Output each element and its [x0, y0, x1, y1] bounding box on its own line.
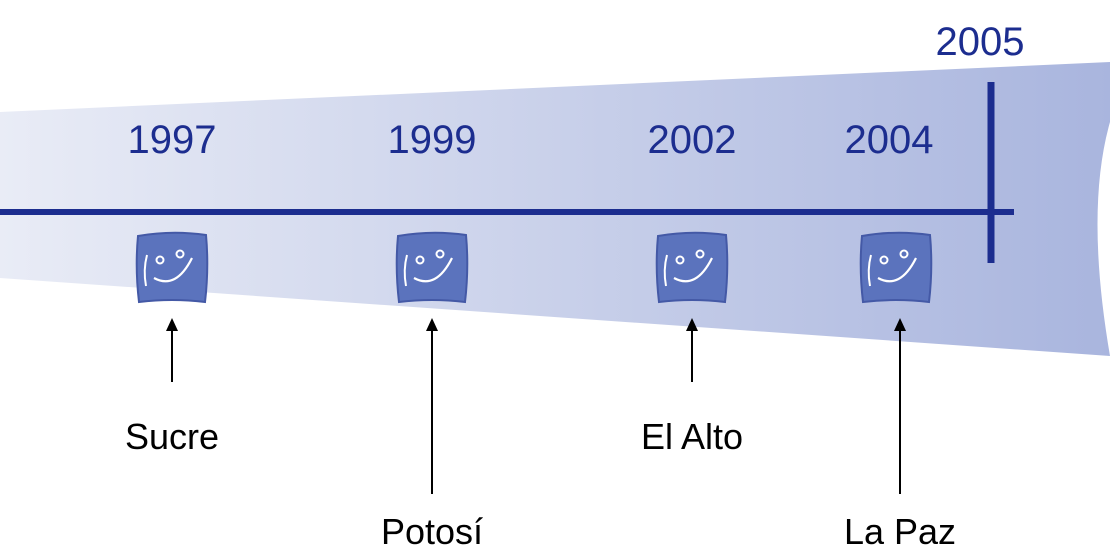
timeline-event: 1997 Sucre: [125, 118, 219, 457]
smiley-face-icon: [395, 231, 469, 304]
event-arrowhead: [894, 318, 906, 331]
timeline-event: 1999 Potosí: [381, 118, 483, 552]
event-city-label: Sucre: [125, 416, 219, 457]
event-city-label: La Paz: [844, 511, 956, 552]
event-city-label: El Alto: [641, 416, 743, 457]
timeline-event: 2004 La Paz: [844, 118, 956, 552]
smiley-face-icon: [859, 231, 933, 304]
event-year-label: 1999: [388, 118, 477, 162]
timeline-event: 2002 El Alto: [641, 118, 743, 457]
final-year-label: 2005: [936, 20, 1025, 64]
event-arrowhead: [166, 318, 178, 331]
smiley-face-icon: [135, 231, 209, 304]
event-city-label: Potosí: [381, 511, 483, 552]
event-arrowhead: [686, 318, 698, 331]
event-arrowhead: [426, 318, 438, 331]
event-year-label: 2002: [648, 118, 737, 162]
event-year-label: 1997: [128, 118, 217, 162]
smiley-face-icon: [655, 231, 729, 304]
event-year-label: 2004: [845, 118, 934, 162]
